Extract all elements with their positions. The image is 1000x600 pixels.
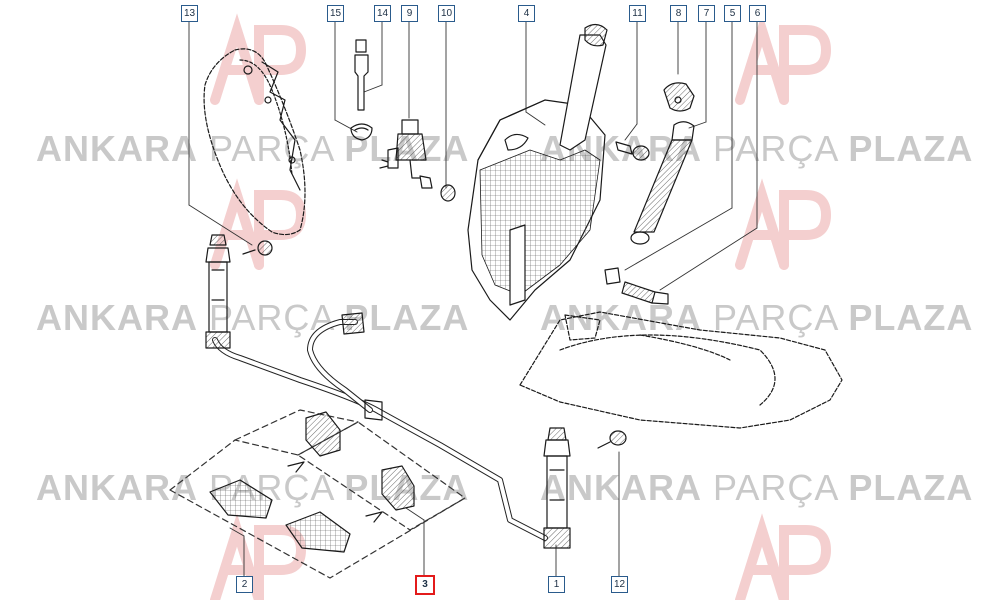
pump-tube <box>350 39 373 141</box>
callout-label[interactable]: 1 <box>548 576 565 593</box>
washer-hose <box>212 312 548 541</box>
callout-label[interactable]: 10 <box>438 5 455 22</box>
ap-logo <box>735 13 832 105</box>
callout-label[interactable]: 2 <box>236 576 253 593</box>
bolt-13 <box>242 240 273 256</box>
nozzle-right <box>543 427 571 549</box>
callout-label[interactable]: 5 <box>724 5 741 22</box>
callout-label[interactable]: 6 <box>749 5 766 22</box>
headlamp-left <box>203 48 306 236</box>
callout-label[interactable]: 12 <box>611 576 628 593</box>
watermark-text: ANKARA PARÇA PLAZA <box>540 297 974 338</box>
ap-logo <box>210 13 307 105</box>
nozzle-jets <box>287 411 415 523</box>
nozzle-covers <box>209 479 351 553</box>
callout-label[interactable]: 14 <box>374 5 391 22</box>
callout-label[interactable]: 15 <box>327 5 344 22</box>
callout-label[interactable]: 13 <box>181 5 198 22</box>
callout-label[interactable]: 7 <box>698 5 715 22</box>
nozzle-left <box>205 234 231 349</box>
level-sensor <box>604 267 669 305</box>
headlamp-right <box>519 311 843 429</box>
filler-cap <box>663 82 695 112</box>
callout-label[interactable]: 4 <box>518 5 535 22</box>
filler-hose <box>630 121 695 245</box>
callout-label[interactable]: 11 <box>629 5 646 22</box>
callout-label[interactable]: 9 <box>401 5 418 22</box>
callout-label-highlighted[interactable]: 3 <box>415 575 435 595</box>
ap-logo <box>735 178 832 270</box>
watermark-text: ANKARA PARÇA PLAZA <box>36 297 470 338</box>
washer-pump <box>379 119 427 179</box>
screw-11 <box>615 141 650 161</box>
watermark-text: ANKARA PARÇA PLAZA <box>36 128 468 169</box>
ap-logo <box>735 513 832 600</box>
bolt-10 <box>419 175 456 202</box>
bolt-12 <box>597 430 627 449</box>
leader-lines <box>188 19 758 577</box>
washer-reservoir <box>467 23 608 321</box>
callout-label[interactable]: 8 <box>670 5 687 22</box>
